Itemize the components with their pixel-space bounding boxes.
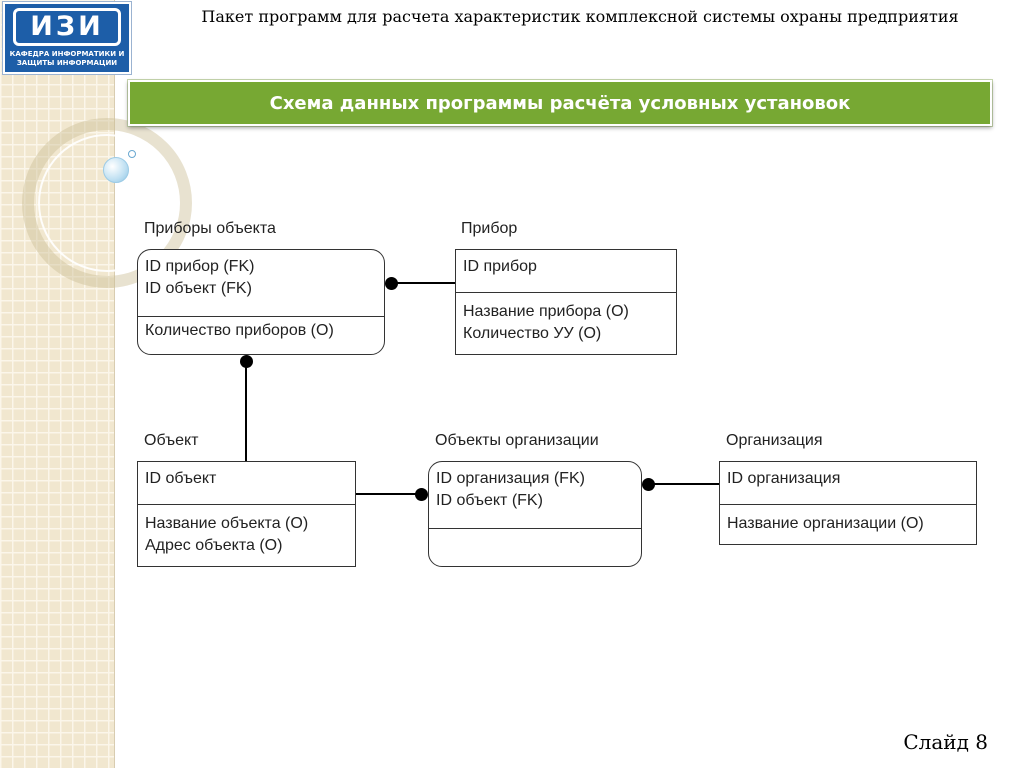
entity-pribor: ID прибор Название прибора (O) Количеств… [455, 249, 677, 355]
entity-pribory-obekta: ID прибор (FK) ID объект (FK) Количество… [137, 249, 385, 355]
entity-keys: ID организация (FK) ID объект (FK) [429, 468, 641, 512]
entity-title-organizaciya: Организация [726, 432, 823, 449]
key-field: ID объект [145, 470, 217, 487]
department-logo: ИЗИ КАФЕДРА ИНФОРМАТИКИ И ЗАЩИТЫ ИНФОРМА… [3, 2, 131, 74]
relationship-dot [385, 277, 398, 290]
entity-keys: ID организация [720, 468, 976, 490]
page-header-title: Пакет программ для расчета характеристик… [201, 7, 959, 26]
entity-attributes: Название прибора (O) Количество УУ (O) [456, 292, 676, 345]
relationship-dot [240, 355, 253, 368]
entity-obekt: ID объект Название объекта (O) Адрес объ… [137, 461, 356, 567]
entity-keys: ID прибор [456, 256, 676, 278]
entity-attributes: Название организации (O) [720, 504, 976, 535]
decorative-sidebar [0, 0, 115, 768]
attribute-field: Количество приборов (O) [145, 322, 334, 339]
relationship-line-obekt-organizacii [356, 493, 422, 495]
entity-keys: ID прибор (FK) ID объект (FK) [138, 256, 384, 300]
attribute-field: Адрес объекта (O) [145, 537, 283, 554]
entity-obekty-organizacii: ID организация (FK) ID объект (FK) [428, 461, 642, 567]
attribute-field: Название организации (O) [727, 515, 924, 532]
key-field: ID организация [727, 470, 841, 487]
attribute-field: Название объекта (O) [145, 515, 309, 532]
key-field: ID прибор (FK) [145, 258, 255, 275]
logo-mark: ИЗИ [13, 8, 121, 46]
slide-title-banner: Схема данных программы расчёта условных … [128, 80, 992, 126]
key-field: ID организация (FK) [436, 470, 585, 487]
decorative-bubble-small [128, 150, 136, 158]
key-field: ID прибор [463, 258, 537, 275]
relationship-line-organizaciya [649, 483, 719, 485]
logo-subtitle: КАФЕДРА ИНФОРМАТИКИ И ЗАЩИТЫ ИНФОРМАЦИИ [9, 50, 125, 67]
entity-attributes: Название объекта (O) Адрес объекта (O) [138, 504, 355, 557]
entity-attributes: Количество приборов (O) [138, 316, 384, 342]
decorative-bubble [103, 157, 129, 183]
relationship-line-pribor [391, 282, 455, 284]
decorative-arc-inner [38, 134, 176, 272]
entity-keys: ID объект [138, 468, 355, 490]
key-field: ID объект (FK) [436, 492, 543, 509]
entity-organizaciya: ID организация Название организации (O) [719, 461, 977, 545]
slide-title: Схема данных программы расчёта условных … [269, 92, 851, 114]
entity-title-obekt: Объект [144, 432, 199, 449]
relationship-line-obekt-pribory [245, 361, 247, 461]
entity-title-pribory-obekta: Приборы объекта [144, 220, 276, 237]
relationship-dot [415, 488, 428, 501]
slide-number: Слайд 8 [903, 730, 988, 754]
attribute-field: Количество УУ (O) [463, 325, 602, 342]
key-field: ID объект (FK) [145, 280, 252, 297]
entity-title-obekty-organizacii: Объекты организации [435, 432, 599, 449]
entity-title-pribor: Прибор [461, 220, 518, 237]
entity-attributes [429, 528, 641, 529]
attribute-field: Название прибора (O) [463, 303, 629, 320]
relationship-dot [642, 478, 655, 491]
